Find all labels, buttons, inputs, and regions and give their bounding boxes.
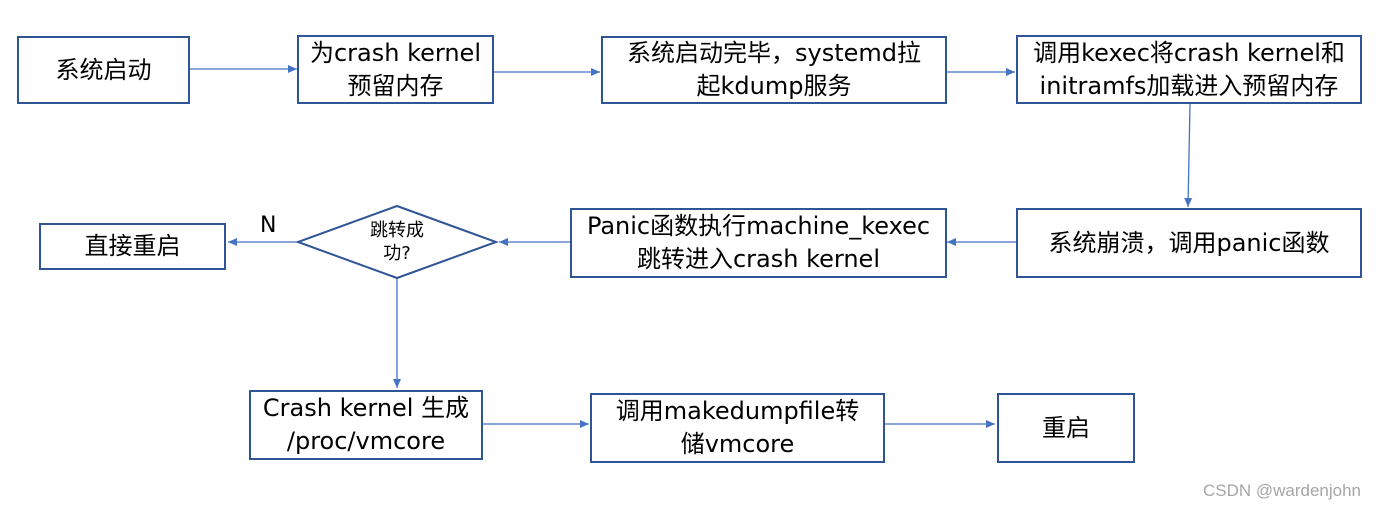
node-system-crash: 系统崩溃，调用panic函数 (1016, 208, 1362, 278)
node-reboot-direct-text: 直接重启 (84, 232, 181, 260)
node-reserve-memory-line-2: 预留内存 (347, 71, 444, 100)
node-kexec-load-line-1: 调用kexec将crash kernel和 (1033, 38, 1345, 67)
node-makedumpfile-line-1: 调用makedumpfile转 (615, 397, 860, 425)
node-kexec-load: 调用kexec将crash kernel和 initramfs加载进入预留内存 (1016, 35, 1362, 104)
node-generate-vmcore: Crash kernel 生成 /proc/vmcore (249, 390, 483, 460)
node-panic-kexec-line-2: 跳转进入crash kernel (636, 245, 880, 273)
node-generate-vmcore-line-2: /proc/vmcore (286, 427, 446, 455)
arrow-kexec-to-crash (1184, 103, 1193, 208)
node-panic-kexec: Panic函数执行machine_kexec 跳转进入crash kernel (570, 208, 947, 278)
node-reboot-text: 重启 (1042, 413, 1090, 442)
node-reserve-memory: 为crash kernel 预留内存 (297, 35, 494, 104)
decision-diamond (295, 204, 499, 280)
node-reboot: 重启 (997, 393, 1135, 463)
node-makedumpfile: 调用makedumpfile转 储vmcore (590, 393, 885, 463)
decision-label-line-1: 跳转成 (370, 220, 424, 241)
edge-label-no: N (260, 213, 277, 238)
watermark: CSDN @wardenjohn (1202, 481, 1361, 500)
decision-label-line-2: 功? (383, 243, 411, 264)
decision-label: 跳转成 功? (347, 219, 447, 265)
node-systemd-kdump-line-1: 系统启动完毕，systemd拉 (627, 39, 921, 67)
node-makedumpfile-line-2: 储vmcore (680, 430, 795, 458)
node-generate-vmcore-line-1: Crash kernel 生成 (262, 394, 470, 422)
node-panic-kexec-line-1: Panic函数执行machine_kexec (586, 212, 931, 240)
node-systemd-kdump: 系统启动完毕，systemd拉 起kdump服务 (601, 36, 947, 104)
node-reboot-direct: 直接重启 (39, 223, 226, 270)
node-reserve-memory-line-1: 为crash kernel (309, 38, 481, 67)
node-systemd-kdump-line-2: 起kdump服务 (696, 72, 852, 100)
node-boot-text: 系统启动 (55, 55, 152, 84)
node-system-crash-text: 系统崩溃，调用panic函数 (1048, 228, 1330, 257)
node-kexec-load-line-2: initramfs加载进入预留内存 (1039, 71, 1339, 100)
node-boot: 系统启动 (17, 36, 190, 104)
